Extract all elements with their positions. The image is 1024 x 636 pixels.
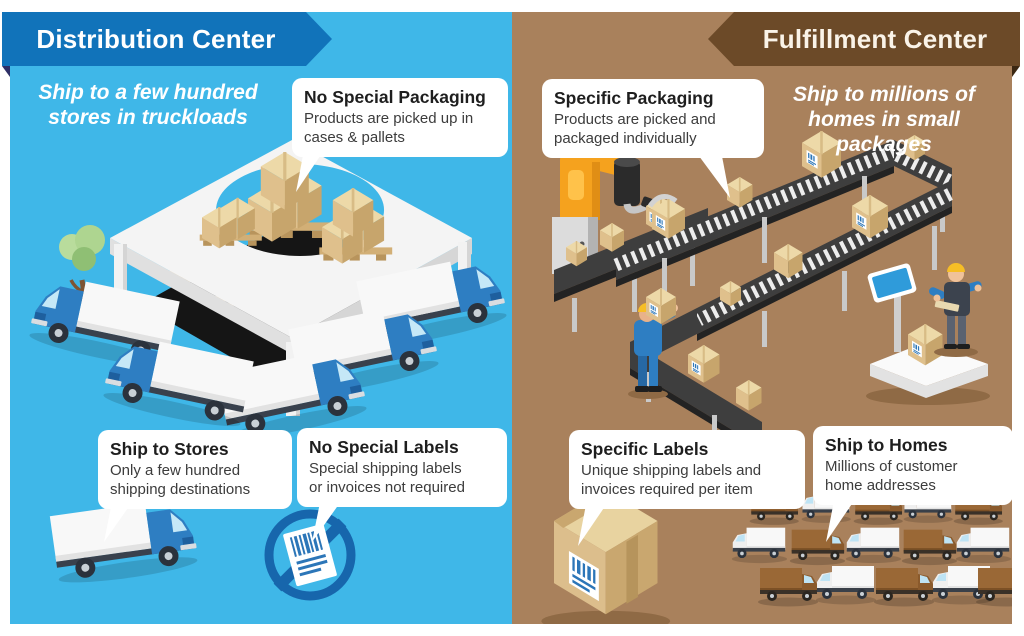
tree [59, 225, 105, 319]
callout-title: Ship to Stores [110, 439, 229, 459]
supervisor-worker [929, 263, 982, 357]
pallet-stack [319, 186, 393, 265]
callout-specific-packaging: Specific Packaging Products are picked a… [542, 79, 764, 159]
callout-no-special-labels: No Special Labels Special shipping label… [297, 428, 507, 508]
distribution-center-banner: Distribution Center [2, 12, 332, 66]
conveyor-belt-middle [696, 180, 953, 347]
fulfillment-tagline: Ship to millions of homes in small packa… [793, 83, 975, 157]
callout-title: Specific Packaging [554, 88, 714, 108]
warehouse-roof [110, 140, 472, 338]
callout-body: Millions of customer home addresses [825, 457, 958, 494]
callout-specific-labels: Specific Labels Unique shipping labels a… [569, 430, 805, 510]
callout-title: Ship to Homes [825, 435, 948, 455]
no-label-prohibition-icon [264, 509, 356, 601]
callout-title: Specific Labels [581, 439, 709, 459]
weighing-scale [866, 263, 990, 405]
callout-title: No Special Labels [309, 437, 459, 457]
banner-fold [2, 66, 10, 77]
callout-no-special-packaging: No Special Packaging Products are picked… [292, 78, 508, 158]
fulfillment-center-banner: Fulfillment Center [708, 12, 1020, 66]
distribution-illustration [26, 140, 510, 601]
callout-body: Products are picked up in cases & pallet… [304, 109, 474, 146]
callout-ship-to-stores: Ship to Stores Only a few hundred shippi… [98, 430, 292, 510]
callout-title: No Special Packaging [304, 87, 486, 107]
callout-body: Only a few hundred shipping destinations [110, 461, 251, 498]
labeled-package-box [541, 490, 671, 624]
callout-body: Special shipping labels or invoices not … [309, 459, 465, 496]
distribution-tagline: Ship to a few hundred stores in truckloa… [38, 81, 258, 130]
banner-fold [1012, 66, 1020, 77]
callout-body: Products are picked and packaged individ… [554, 110, 716, 147]
conveyor-belt-top [613, 131, 953, 302]
callout-body: Unique shipping labels and invoices requ… [581, 461, 762, 498]
gripper [647, 194, 678, 208]
callout-ship-to-homes: Ship to Homes Millions of customer home … [813, 426, 1013, 506]
